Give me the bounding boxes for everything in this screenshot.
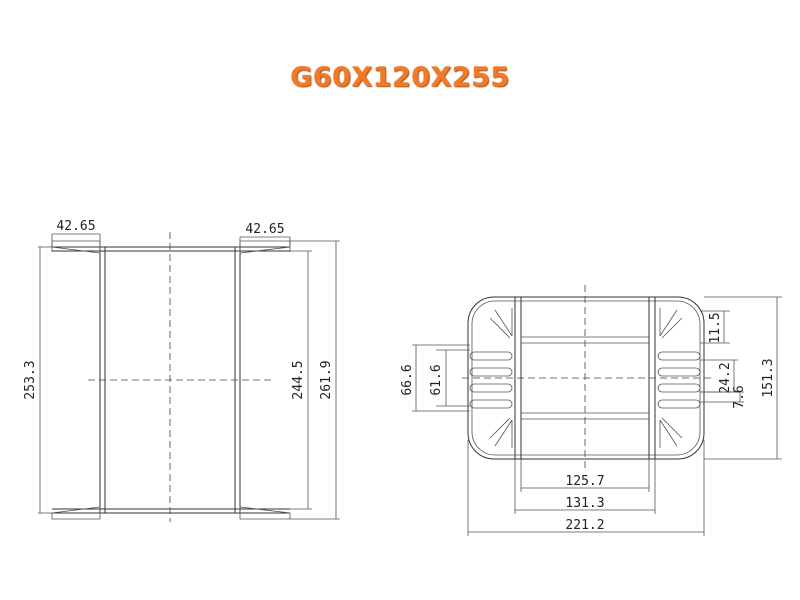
dim-height-inner: 244.5 (291, 360, 306, 399)
side-left-slot-3 (469, 383, 513, 393)
dim-top-left: 42.65 (56, 219, 95, 234)
front-clip-bottom-left (51, 506, 101, 520)
side-right-fins-bottom (659, 417, 683, 448)
front-view: 42.65 42.65 253.3 244.5 261.9 (23, 219, 340, 522)
drawing-title: G60X120X255 (290, 62, 510, 93)
dim-125-7: 125.7 (565, 474, 604, 489)
dim-7-6: 7.6 (732, 385, 747, 408)
dim-height-outer: 261.9 (319, 360, 334, 399)
front-clip-bottom-right (239, 506, 291, 520)
side-right-slot-2 (657, 367, 701, 377)
side-left-slot-4 (469, 399, 513, 409)
side-right-slot-4 (657, 399, 701, 409)
dim-151-3: 151.3 (761, 358, 776, 397)
dim-11-5: 11.5 (708, 312, 723, 343)
side-left-fins-bottom (489, 417, 513, 448)
side-view: 66.6 61.6 11.5 24.2 7.6 151.3 (400, 285, 782, 536)
dim-131-3: 131.3 (565, 496, 604, 511)
side-left-fins-top (489, 308, 513, 339)
side-right-fins-top (659, 308, 683, 339)
side-left-slot-2 (469, 367, 513, 377)
side-left-slot-1 (469, 351, 513, 361)
dim-221-2: 221.2 (565, 518, 604, 533)
side-right-slot-1 (657, 351, 701, 361)
dim-61-6: 61.6 (429, 364, 444, 395)
dim-24-2: 24.2 (718, 362, 733, 393)
dim-66-6: 66.6 (400, 364, 415, 395)
dim-top-right: 42.65 (245, 222, 284, 237)
dim-height-left: 253.3 (23, 360, 38, 399)
side-right-slot-3 (657, 383, 701, 393)
